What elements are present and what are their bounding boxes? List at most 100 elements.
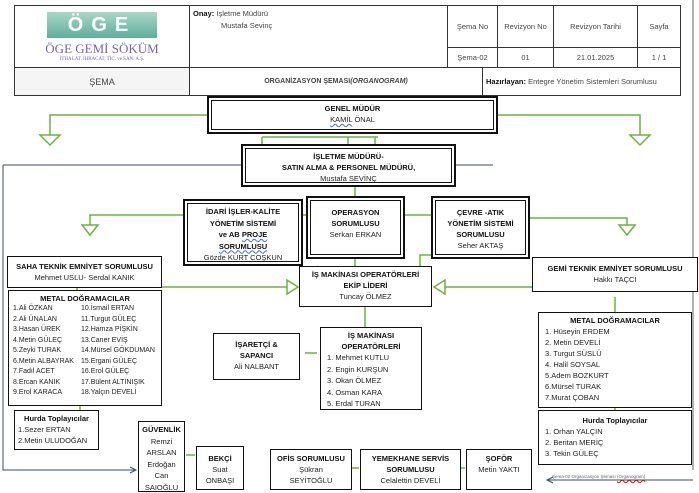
scrap-right-title: Hurda Toplayıcılar [539,415,691,426]
env-t3: SORUMLUSU [436,229,525,240]
admin-t4: SORUMLUSU [188,241,298,253]
list-item: 17.Bülent ALTINIŞIK [81,378,155,389]
list-item: 2. Metin DEVELİ [545,337,691,348]
list-item: 16.Erol GÜLEÇ [81,367,155,378]
list-item: 1. Mehmet KUTLU [327,352,421,364]
security-line: ARSLAN [139,447,184,459]
ship-safety-box: GEMİ TEKNİK EMNİYET SORUMLUSU Hakkı TAÇC… [532,257,698,292]
security-line: Remzi [139,436,184,448]
guard-line2: ONBAŞI [197,475,243,486]
footer-ref-text: Şema-02 Organizasyon Şeması [552,474,617,479]
canteen-name: Celalettin DEVELİ [361,475,460,486]
list-item: 15.Ergani GÜLEÇ [81,357,155,368]
list-item: 5. Erdal TURAN [327,398,421,410]
canteen-title2: SORUMLUSU [361,464,460,475]
list-item: 6.Mürsel TURAK [545,381,691,392]
machine-lead-t1: İŞ MAKİNASI OPERATÖRLERİ [300,269,431,280]
office-line2: SEYİTOĞLU [271,475,351,486]
guard-line1: Suat [197,464,243,475]
list-item: 6.Metin ALBAYRAK [13,357,77,368]
list-item: 3. Turgut SÜSLÜ [545,348,691,359]
scrap-left-title: Hurda Toplayıcılar [15,413,98,424]
office-line1: Şükran [271,464,351,475]
list-item: 2.Metin ULUDOĞAN [18,435,98,446]
list-item: 7.Fadıl ACET [13,367,77,378]
list-item: 8.Ercan KANIK [13,378,77,389]
list-item: 2.Ali ÜNALAN [13,315,77,326]
footer-ref-b: (Organogram) [617,474,645,479]
general-manager-box: GENEL MÜDÜR KAMİL ÖNAL [208,97,497,133]
security-title: GÜVENLİK [139,424,184,436]
admin-t3a: ve AB [219,230,242,239]
list-item: 1. Orhan YALÇIN [545,426,691,437]
ops-t2: SORUMLUSU [311,218,400,229]
list-item: 4. Osman KARA [327,387,421,399]
admin-t1: İDARİ İŞLER-KALİTE [188,206,298,218]
machine-lead-t2: EKİP LİDERİ [300,280,431,291]
list-item: 1. Hüseyin ERDEM [545,326,691,337]
list-item: 4.Metin GÜLEÇ [13,336,77,347]
list-item: 18.Yalçın DEVELİ [81,388,155,399]
gm-title: GENEL MÜDÜR [212,103,493,114]
driver-box: ŞOFÖR Metin YAKTI [466,449,532,490]
metal-left-title: METAL DOĞRAMACILAR [9,293,161,304]
machine-operators-box: İŞ MAKİNASI OPERATÖRLERİ 1. Mehmet KUTLU… [320,327,422,410]
ship-safety-title: GEMİ TEKNİK EMNİYET SORUMLUSU [533,263,697,274]
canteen-box: YEMEKHANE SERVİS SORUMLUSU Celalettin DE… [360,449,461,490]
machine-lead-name: Tuncay ÖLMEZ [300,291,431,302]
list-item: 10.İsmail ERTAN [81,304,155,315]
security-line: SAIOĞLU [139,482,184,493]
machine-lead-box: İŞ MAKİNASI OPERATÖRLERİ EKİP LİDERİ Tun… [299,266,432,307]
driver-title: ŞOFÖR [467,453,531,464]
env-t1: ÇEVRE -ATIK [436,207,525,218]
driver-name: Metin YAKTI [467,464,531,475]
office-box: OFİS SORUMLUSU Şükran SEYİTOĞLU [270,449,352,490]
signal-t1: İŞARETÇİ & [214,339,299,350]
metal-right-title: METAL DOĞRAMACILAR [539,315,691,326]
field-safety-box: SAHA TEKNİK EMNİYET SORUMLUSU Mehmet USL… [7,256,162,288]
guard-box: BEKÇİ Suat ONBAŞI [196,446,244,490]
list-item: 3. Okan ÖLMEZ [327,375,421,387]
list-item: 3.Hasan ÜREK [13,325,77,336]
list-item: 2. Beritan MERİÇ [545,437,691,448]
plant-name: Mustafa SEVİNÇ [246,173,451,184]
env-t2: YÖNETİM SİSTEMİ [436,218,525,229]
field-safety-name: Mehmet USLU- Serdal KANIK [8,272,161,283]
list-item: 3. Tekin GÜLEÇ [545,448,691,459]
admin-t3: ve AB PROJE [188,229,298,241]
list-item: 7.Murat ÇOBAN [545,392,691,403]
list-item: 13.Caner EVİŞ [81,336,155,347]
environment-box: ÇEVRE -ATIK YÖNETİM SİSTEMİ SORUMLUSU Se… [432,197,529,258]
security-line: Can [139,470,184,482]
signal-box: İŞARETÇİ & SAPANCI Ali NALBANT [213,333,300,380]
guard-title: BEKÇİ [197,453,243,464]
list-item: 5.Zeyki TURAK [13,346,77,357]
list-item: 12.Hamza PİŞKİN [81,325,155,336]
list-item: 1.Sezer ERTAN [18,424,98,435]
admin-quality-box: İDARİ İŞLER-KALİTE YÖNETİM SİSTEMİ ve AB… [184,200,302,265]
office-title: OFİS SORUMLUSU [271,453,351,464]
list-item: 11.Turgut GÜLEÇ [81,315,155,326]
list-item: 2. Engin KURŞUN [327,364,421,376]
plant-title2: SATIN ALMA & PERSONEL MÜDÜRÜ, [246,162,451,173]
list-item: 4. Halil SOYSAL [545,359,691,370]
list-item: 9.Erol KARACA [13,388,77,399]
env-name: Seher AKTAŞ [436,240,525,251]
canteen-title1: YEMEKHANE SERVİS [361,453,460,464]
plant-manager-box: İŞLETME MÜDÜRÜ- SATIN ALMA & PERSONEL MÜ… [242,145,455,186]
ops-name: Serkan ERKAN [311,229,400,240]
security-line: Erdoğan [139,459,184,471]
signal-t2: SAPANCI [214,350,299,361]
